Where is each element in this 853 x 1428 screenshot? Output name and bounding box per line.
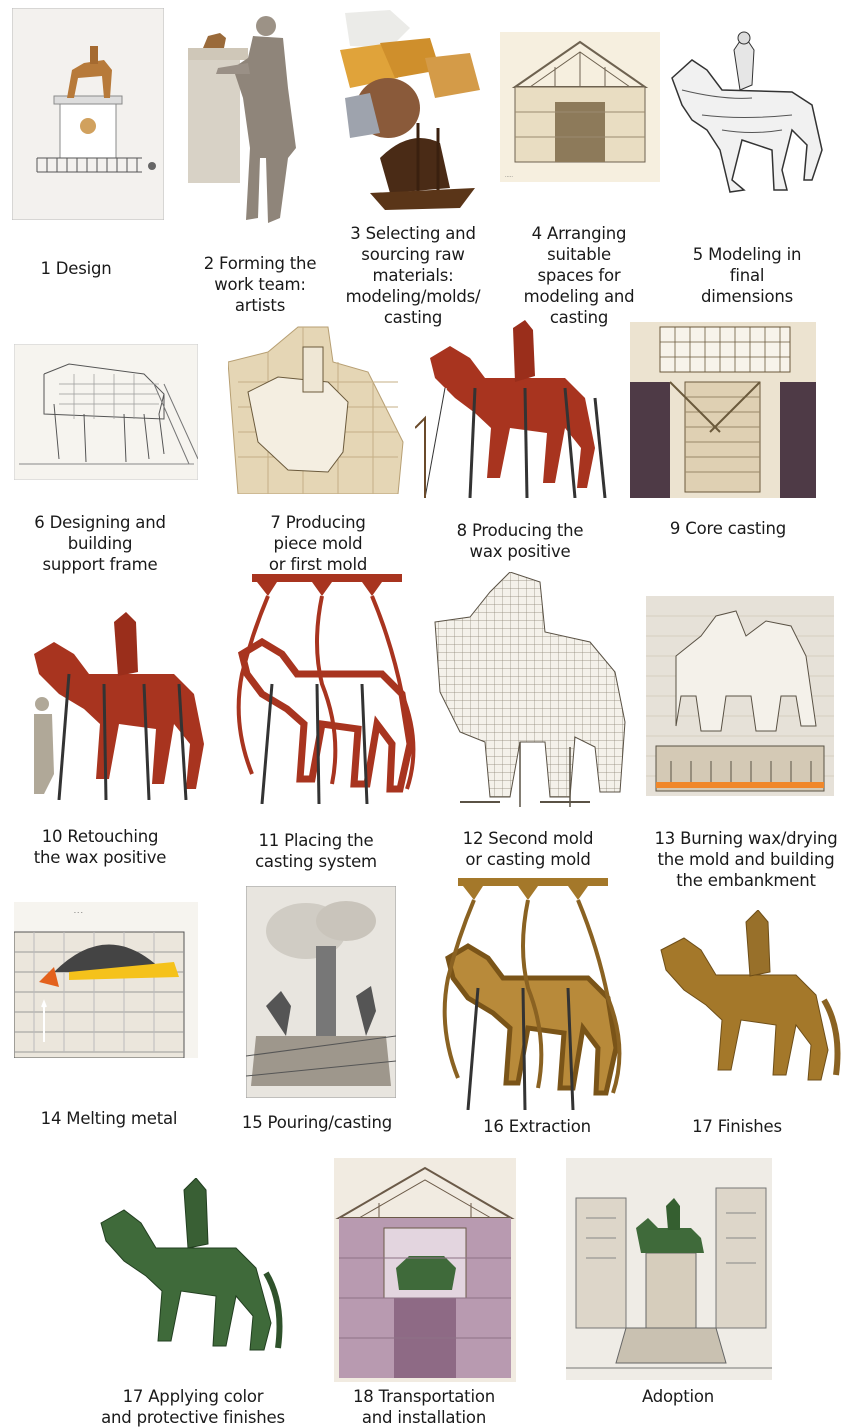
step-caption: 3 Selecting and sourcing raw materials: …: [336, 223, 490, 328]
pouring-icon: [246, 886, 396, 1098]
step-caption: 1 Design: [10, 258, 142, 279]
support-frame-icon: [14, 344, 198, 480]
svg-text:- - -: - - -: [74, 910, 83, 916]
transport-icon: [334, 1158, 516, 1382]
step-caption: 18 Transportation and installation: [334, 1386, 514, 1428]
step-caption: 8 Producing the wax positive: [440, 520, 600, 562]
furnace-icon: - - -: [14, 902, 198, 1058]
step-caption: 14 Melting metal: [30, 1108, 188, 1129]
piece-mold-icon: [228, 322, 408, 494]
artist-figure-icon: [188, 8, 308, 233]
svg-text:.....: .....: [505, 173, 513, 179]
wax-positive-icon: [415, 318, 611, 498]
step-caption: 17 Applying color and protective finishe…: [92, 1386, 294, 1428]
step-caption: 16 Extraction: [462, 1116, 612, 1137]
step-caption: 15 Pouring/casting: [238, 1112, 396, 1133]
step-caption: 10 Retouching the wax positive: [20, 826, 180, 868]
burning-wax-icon: [646, 596, 834, 796]
step-caption: 4 Arranging suitable spaces for modeling…: [505, 223, 653, 328]
casting-mold-icon: [430, 572, 632, 814]
step-caption: 7 Producing piece mold or first mold: [248, 512, 388, 575]
plaza-monument-icon: [566, 1158, 772, 1380]
bronze-statue-icon: [656, 910, 842, 1088]
workshop-section-icon: .....: [500, 32, 660, 182]
patina-statue-icon: [96, 1178, 284, 1354]
step-caption: Adoption: [626, 1386, 730, 1407]
step-caption: 6 Designing and building support frame: [20, 512, 180, 575]
step-caption: 2 Forming the work team: artists: [190, 253, 330, 316]
step-caption: 13 Burning wax/drying the mold and build…: [650, 828, 842, 891]
step-caption: 9 Core casting: [650, 518, 806, 539]
raw-materials-icon: [330, 8, 495, 218]
core-casting-icon: [630, 322, 816, 498]
step-caption: 5 Modeling in final dimensions: [672, 244, 822, 307]
casting-system-icon: [222, 574, 428, 804]
step-caption: 17 Finishes: [670, 1116, 804, 1137]
retouching-icon: [14, 604, 210, 800]
step-caption: 11 Placing the casting system: [240, 830, 392, 872]
horse-model-icon: [662, 30, 834, 198]
design-drawing-icon: [12, 8, 164, 220]
extraction-icon: [428, 878, 632, 1110]
step-caption: 12 Second mold or casting mold: [448, 828, 608, 870]
